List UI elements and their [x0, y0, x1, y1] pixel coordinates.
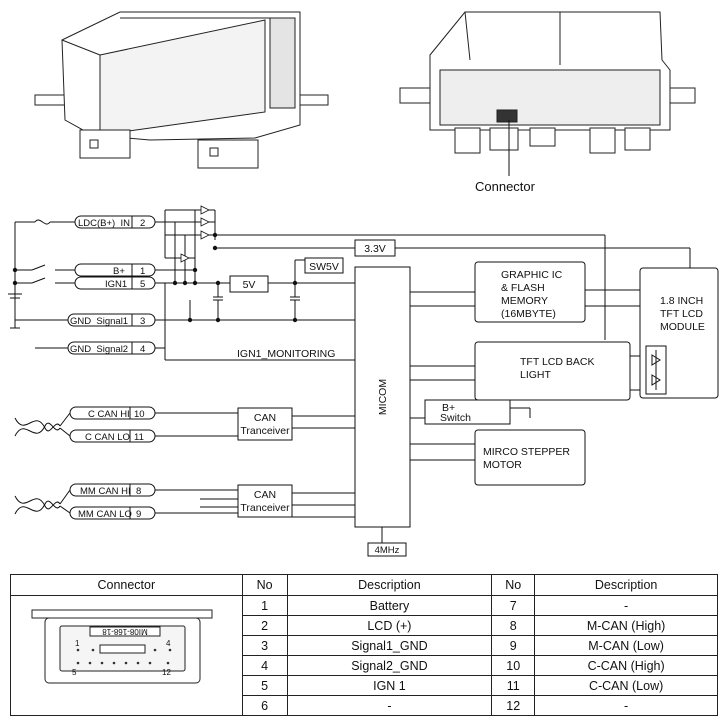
tft-module-line2: TFT LCD	[660, 308, 703, 320]
ccan-hi-pin: 10	[134, 409, 145, 420]
table-row: 5 IGN 1 11 C-CAN (Low)	[11, 675, 718, 696]
junction-dots	[12, 232, 298, 323]
header-no-right: No	[491, 574, 536, 596]
gnd-signal2-label: GND_Signal2	[70, 344, 128, 355]
bplus-wire-label: B+	[113, 266, 125, 277]
pin-number: 9	[491, 635, 536, 656]
pin-description: Signal1_GND	[286, 635, 493, 656]
pin-description: M-CAN (High)	[534, 615, 718, 636]
ground-symbols	[8, 293, 22, 329]
table-row: 1 Battery 7 -	[10, 595, 718, 716]
sw5v-label: SW5V	[309, 261, 339, 273]
backlight-led-symbol	[651, 350, 661, 390]
pin-number: 3	[241, 635, 288, 656]
diode-symbols	[180, 205, 210, 263]
clock-label: 4MHz	[375, 545, 400, 556]
header-connector: Connector	[10, 574, 243, 596]
mmcan-lo-pin: 9	[136, 509, 141, 520]
pin-description: IGN 1	[286, 675, 493, 696]
pin-number: 5	[241, 675, 288, 696]
connector-pin-table: Connector No Description No Description …	[10, 574, 718, 716]
table-row: 6 - 12 -	[11, 695, 718, 716]
can1-line2: Tranceiver	[240, 425, 290, 437]
wire-connector-pills	[67, 215, 156, 520]
stepper-line1: MIRCO STEPPER	[483, 446, 570, 458]
pin-description: LCD (+)	[286, 615, 493, 636]
gnd-signal1-label: GND_Signal1	[70, 316, 128, 327]
pin-number: 6	[241, 695, 288, 716]
pin-description: C-CAN (Low)	[534, 675, 718, 696]
connector-callout-label: Connector	[475, 179, 536, 194]
pin-number: 12	[491, 695, 536, 716]
mmcan-hi-label: MM CAN HI	[80, 486, 131, 497]
can2-line1: CAN	[254, 489, 276, 501]
table-header-row: Connector No Description No Description	[10, 574, 718, 596]
tft-module-line3: MODULE	[660, 321, 705, 333]
mmcan-hi-pin: 8	[136, 486, 141, 497]
header-description-left: Description	[286, 574, 493, 596]
header-no-left: No	[241, 574, 288, 596]
pin-description: -	[534, 595, 718, 616]
mmcan-lo-label: MM CAN LO	[78, 509, 132, 520]
can1-line1: CAN	[254, 412, 276, 424]
ccan-hi-label: C CAN HI	[88, 409, 130, 420]
connector-image-cell	[10, 595, 243, 716]
stepper-line2: MOTOR	[483, 459, 522, 471]
micom-label: MICOM	[377, 379, 389, 415]
graphic-ic-line3: MEMORY	[501, 295, 548, 307]
pin-number: 4	[241, 655, 288, 676]
pin-number: 10	[491, 655, 536, 676]
backlight-line1: TFT LCD BACK	[520, 356, 594, 368]
ign1-monitoring-label: IGN1_MONITORING	[237, 348, 335, 360]
ccan-lo-label: C CAN LO	[85, 432, 130, 443]
v5-label: 5V	[243, 279, 256, 291]
ldc-wire-label: LDC(B+)_IN	[78, 218, 130, 229]
pin-description: C-CAN (High)	[534, 655, 718, 676]
schematic-wires	[14, 209, 691, 543]
pin-number: 1	[241, 595, 288, 616]
ign1-pin-label: 5	[140, 279, 145, 290]
gnd-signal1-pin: 3	[140, 316, 145, 327]
graphic-ic-line1: GRAPHIC IC	[501, 269, 563, 281]
tft-module-line1: 1.8 INCH	[660, 295, 703, 307]
pin-number: 8	[491, 615, 536, 636]
table-row: 2 LCD (+) 8 M-CAN (High)	[11, 615, 718, 636]
ccan-lo-pin: 11	[134, 432, 144, 443]
cluster-side-view-drawing	[34, 11, 329, 169]
gnd-signal2-pin: 4	[140, 344, 145, 355]
backlight-line2: LIGHT	[520, 369, 552, 381]
schematic-blocks	[229, 239, 719, 557]
pin-number: 7	[491, 595, 536, 616]
pin-number: 2	[241, 615, 288, 636]
pin-description: Signal2_GND	[286, 655, 493, 676]
pin-description: -	[534, 695, 718, 716]
cluster-rear-view-drawing	[399, 11, 696, 154]
graphic-ic-line4: (16MBYTE)	[501, 308, 556, 320]
ign1-wire-label: IGN1	[105, 279, 127, 290]
can2-line2: Tranceiver	[240, 502, 290, 514]
bplus-switch-line2: Switch	[440, 412, 471, 424]
ldc-pin-label: 2	[140, 218, 145, 229]
bplus-pin-label: 1	[140, 266, 145, 277]
pin-description: Battery	[286, 595, 493, 616]
pin-number: 11	[491, 675, 536, 696]
v33-label: 3.3V	[364, 243, 386, 255]
bplus-switch-line1: B+	[442, 402, 455, 414]
pin-description: -	[286, 695, 493, 716]
pin-description: M-CAN (Low)	[534, 635, 718, 656]
header-description-right: Description	[534, 574, 718, 596]
table-row: 3 Signal1_GND 9 M-CAN (Low)	[11, 635, 718, 656]
graphic-ic-line2: & FLASH	[501, 282, 545, 294]
